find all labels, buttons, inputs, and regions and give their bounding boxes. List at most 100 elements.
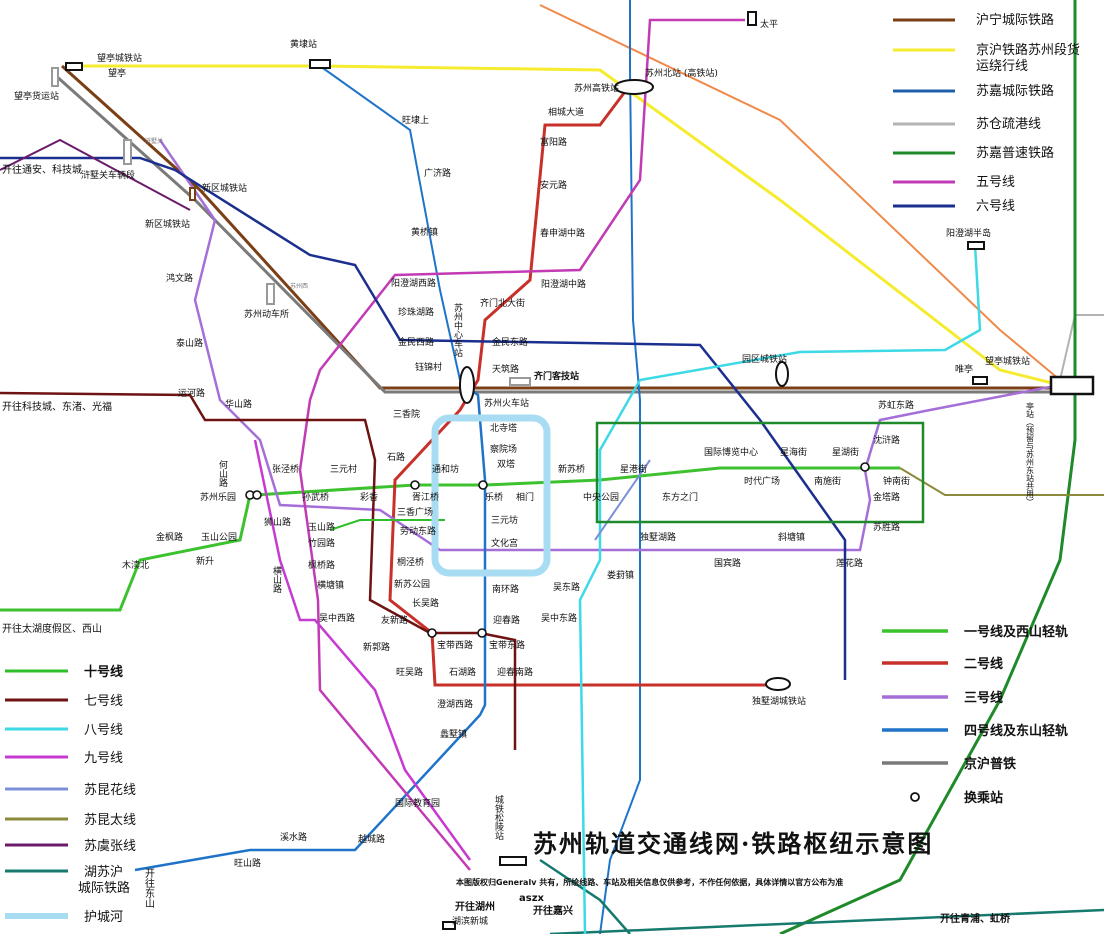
line-8: [578, 244, 982, 934]
station-label: 宝带西路: [437, 639, 473, 651]
east-terminal-note: 亭站（预留与苏州东站共用）: [1026, 401, 1035, 506]
station-label: 浒墅关车辆段: [81, 169, 135, 181]
station-label: 黄埭站: [290, 38, 317, 50]
station-label: 新区城铁站: [145, 218, 190, 230]
station-label: 国际教育园: [395, 797, 440, 809]
legend-item: 九号线: [5, 751, 123, 766]
station-label: 横塘镇: [317, 579, 344, 591]
station-label: 通和坊: [432, 463, 459, 475]
station-label: 安元路: [540, 179, 567, 191]
station-label: 三香广场: [397, 506, 433, 518]
sukunhua-line: [594, 459, 651, 541]
legend-item: 十号线: [5, 664, 123, 680]
station-label: 斜塘镇: [778, 531, 805, 543]
station-label: 望亭: [108, 67, 126, 79]
line-1-east-olive: [899, 467, 1104, 496]
legend-label: 七号线: [84, 694, 123, 709]
legend-label: 九号线: [84, 751, 123, 766]
station-label: 新区城铁站: [202, 182, 247, 194]
transfer-leqiao: [478, 480, 488, 490]
station-label: 玉山路: [308, 521, 335, 533]
station-label: 桐泾桥: [397, 556, 424, 568]
station-label: 南环路: [492, 583, 519, 595]
legend-label: 护城河: [84, 910, 123, 925]
station-label: 金民西路: [398, 336, 434, 348]
station-label: 枫桥路: [308, 559, 335, 571]
transfer-baodai-e: [477, 628, 487, 638]
station-label: 阳澄湖半岛: [946, 227, 991, 239]
east-terminal-marker: [1049, 375, 1095, 396]
station-label: 友新路: [381, 614, 408, 626]
station-label: 国际博览中心: [704, 446, 758, 458]
legend-label: 苏昆花线: [84, 782, 136, 798]
legend-label: 苏嘉城际铁路: [976, 83, 1054, 99]
station-label: 石路: [387, 451, 405, 463]
station-label: 钰锦村: [415, 361, 442, 373]
legend-label: 京沪普铁: [964, 756, 1016, 772]
legend-label: 苏昆太线: [84, 812, 136, 828]
legend-right: 沪宁城际铁路京沪铁路苏州段货运绕行线苏嘉城际铁路苏仓疏港线苏嘉普速铁路五号线六号…: [893, 12, 1080, 214]
transfer-baodai-w: [427, 628, 437, 638]
legend-label: 六号线: [976, 199, 1015, 214]
huzhou-marker: [442, 921, 456, 930]
legend-label: 苏仓疏港线: [976, 116, 1041, 132]
station-label: 时代广场: [744, 475, 780, 487]
station-label: 苏虹东路: [878, 399, 914, 411]
legend-label: 沪宁城际铁路: [976, 12, 1054, 28]
station-label: 望亭城铁站: [97, 52, 142, 64]
huning-intercity-line: [60, 64, 1060, 390]
legend-item: 换乘站: [910, 790, 1003, 806]
station-label: 广济路: [424, 167, 451, 179]
station-label: 金枫路: [156, 531, 183, 543]
station-label: 阳澄湖中路: [541, 278, 586, 290]
terminal-note: 开往湖州: [455, 900, 495, 913]
station-label: 华山路: [225, 398, 252, 410]
station-label: 宝带东路: [489, 639, 525, 651]
station-label: 相城大道: [548, 106, 584, 118]
legend-item: 四号线及东山轻轨: [882, 723, 1068, 739]
station-label: 沈浒路: [873, 434, 900, 446]
line-7: [0, 391, 517, 750]
suyuzhang-line: [0, 138, 191, 211]
map-credit: 本图版权归Generalv 共有，所绘线路、车站及相关信息仅供参考，不作任何依据…: [455, 877, 843, 887]
station-label: 吴中东路: [541, 612, 577, 624]
station-label: 相门: [516, 491, 534, 503]
station-label: 吴中西路: [319, 612, 355, 624]
legend-item: 六号线: [893, 199, 1015, 214]
station-label: 越城路: [358, 833, 385, 845]
station-label: 孙武桥: [302, 491, 329, 503]
wangting-city-marker: [65, 62, 83, 71]
station-label: 东方之门: [662, 491, 698, 503]
station-label: 湖滨新城: [452, 915, 488, 927]
station-label: 旺山路: [234, 857, 261, 869]
legend-item: 苏嘉普速铁路: [893, 145, 1054, 161]
transfer-zhongnan: [860, 462, 870, 472]
station-label: 石湖路: [449, 666, 476, 678]
station-label: 何山路: [217, 459, 228, 488]
station-label: 吴东路: [553, 581, 580, 593]
yuanqu-city-marker: [775, 361, 789, 387]
taiping-marker: [747, 11, 757, 26]
station-label: 富阳路: [540, 136, 567, 148]
hushuguan-yard-marker: [123, 139, 132, 165]
station-label: 齐门客技站: [534, 370, 579, 382]
legend-item: 苏仓疏港线: [893, 116, 1041, 132]
legend-item: 沪宁城际铁路: [893, 12, 1054, 28]
station-label: 蠡墅镇: [440, 728, 467, 740]
station-label: 中央公园: [583, 491, 619, 503]
station-label: 长吴路: [412, 597, 439, 609]
station-label: 木渎北: [122, 559, 149, 571]
station-label: 胥江桥: [412, 491, 439, 503]
station-label: 狮山路: [264, 516, 291, 528]
station-label: 澄湖西路: [437, 698, 473, 710]
station-label: 三元村: [330, 463, 357, 475]
line-9: [253, 439, 472, 861]
terminal-note: 开往嘉兴: [533, 904, 573, 917]
station-label: 独墅湖路: [640, 531, 676, 543]
station-label: 太平: [760, 18, 778, 30]
terminal-note: 开往东山: [143, 868, 155, 908]
legend-label: 五号线: [976, 175, 1015, 190]
station-label: 苏州火车站: [484, 397, 529, 409]
qimen-bus-marker: [509, 377, 531, 386]
